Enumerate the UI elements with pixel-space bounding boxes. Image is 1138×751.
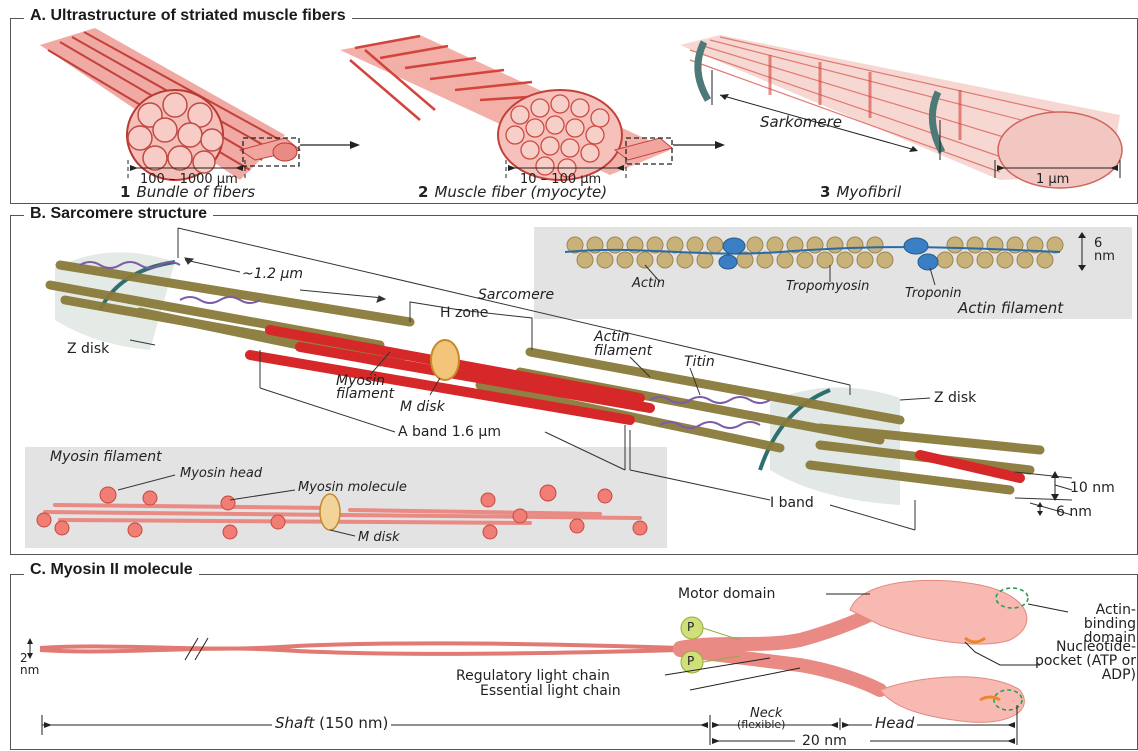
- panel-a-title: A. Ultrastructure of striated muscle fib…: [24, 7, 352, 25]
- caption-fiber: 2 Muscle fiber (myocyte): [418, 183, 607, 201]
- label-10nm: 10 nm: [1070, 480, 1115, 496]
- label-length-1-2: ~1.2 µm: [242, 266, 303, 282]
- label-shaft-length: (150 nm): [319, 714, 388, 732]
- label-neck-sub: (flexible): [737, 718, 785, 731]
- caption-bundle-num: 1: [120, 183, 130, 201]
- label-titin: Titin: [684, 354, 715, 370]
- label-regulatory-light-chain: Regulatory light chain: [456, 668, 610, 684]
- label-myosin-filament: Myosin filament: [336, 375, 406, 401]
- label-i-band: I band: [770, 495, 814, 511]
- label-sarkomere: Sarkomere: [760, 113, 842, 131]
- label-head: Head: [872, 714, 917, 732]
- actin-inset-actin: Actin: [632, 276, 665, 291]
- actin-inset-size: 6 nm: [1094, 237, 1118, 263]
- caption-bundle: 1 Bundle of fibers: [120, 183, 255, 201]
- panel-c: [10, 574, 1138, 750]
- label-2nm: 2 nm: [20, 652, 42, 676]
- label-m-disk: M disk: [400, 399, 445, 415]
- myosin-inset-molecule: Myosin molecule: [298, 480, 407, 495]
- p-label-top: P: [687, 620, 694, 634]
- panel-b-title: B. Sarcomere structure: [24, 205, 213, 223]
- caption-fiber-text: Muscle fiber (myocyte): [434, 183, 607, 201]
- label-z-disk-right: Z disk: [934, 390, 976, 406]
- caption-myofibril-text: Myofibril: [836, 183, 901, 201]
- caption-bundle-text: Bundle of fibers: [136, 183, 255, 201]
- measure-myofibril: 1 µm: [1036, 172, 1069, 187]
- label-actin-filament: Actin filament: [594, 330, 684, 358]
- label-motor-domain: Motor domain: [678, 586, 775, 602]
- panel-c-title: C. Myosin II molecule: [24, 561, 199, 579]
- label-a-band: A band 1.6 µm: [398, 424, 501, 440]
- myosin-inset-title: Myosin filament: [50, 449, 162, 465]
- label-shaft-text: Shaft: [275, 714, 314, 732]
- label-essential-light-chain: Essential light chain: [480, 683, 621, 699]
- label-z-disk-left: Z disk: [67, 341, 109, 357]
- actin-inset-troponin: Troponin: [905, 286, 962, 301]
- label-shaft: Shaft (150 nm): [272, 714, 391, 732]
- p-label-bottom: P: [687, 654, 694, 668]
- actin-inset-tropomyosin: Tropomyosin: [786, 279, 869, 294]
- actin-inset-title: Actin filament: [958, 299, 1063, 317]
- myosin-inset-head: Myosin head: [180, 466, 262, 481]
- label-sarcomere: Sarcomere: [478, 287, 554, 303]
- myosin-inset-m-disk: M disk: [358, 530, 400, 545]
- caption-myofibril: 3 Myofibril: [820, 183, 901, 201]
- label-nucleotide-pocket: Nucleotide-pocket (ATP or ADP): [1024, 640, 1136, 682]
- label-h-zone: H zone: [440, 305, 488, 321]
- caption-myofibril-num: 3: [820, 183, 830, 201]
- label-6nm: 6 nm: [1056, 504, 1092, 520]
- label-20nm: 20 nm: [802, 733, 847, 749]
- caption-fiber-num: 2: [418, 183, 428, 201]
